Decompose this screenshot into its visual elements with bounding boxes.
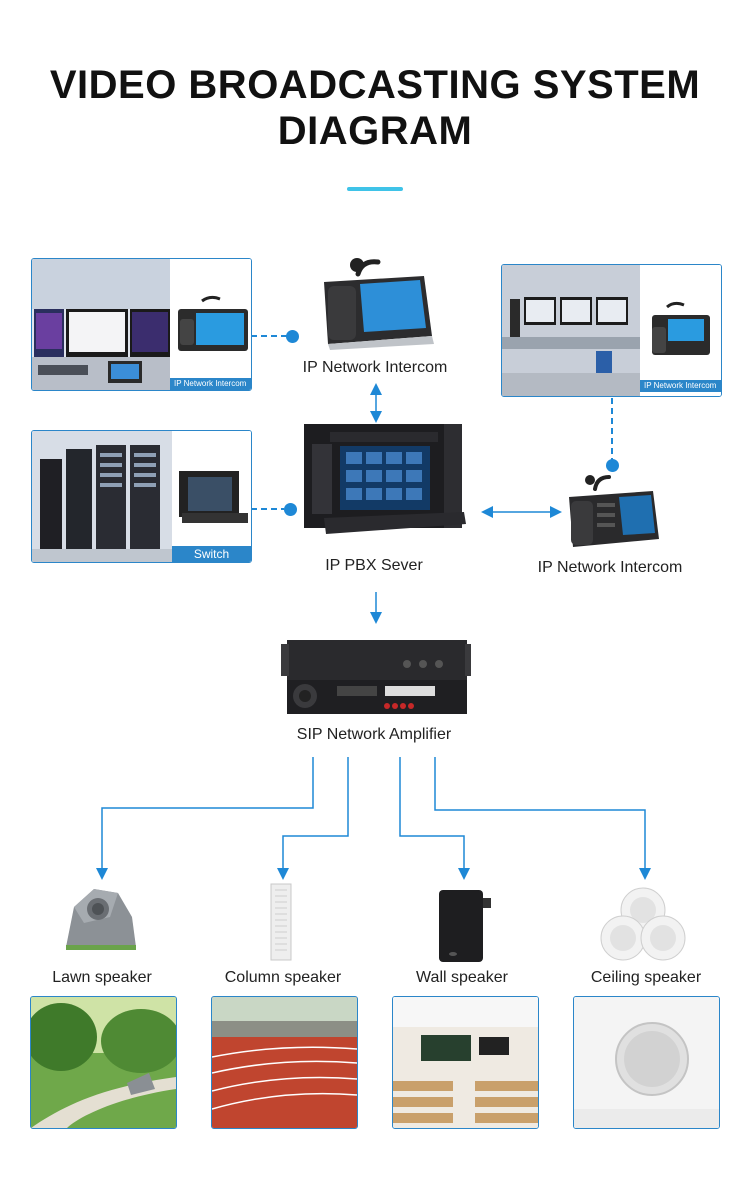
column-speaker-icon bbox=[270, 883, 292, 961]
junction-dot-top-left bbox=[286, 330, 299, 343]
classroom-photo bbox=[393, 997, 538, 1128]
diagram-title: VIDEO BROADCASTING SYSTEM DIAGRAM bbox=[0, 62, 750, 154]
control-room-photo bbox=[32, 259, 251, 390]
running-track-photo bbox=[212, 997, 357, 1128]
title-line-1: VIDEO BROADCASTING SYSTEM bbox=[49, 63, 701, 107]
park-path-photo bbox=[31, 997, 176, 1128]
running-track-card bbox=[211, 996, 358, 1129]
ceiling-photo bbox=[574, 997, 719, 1128]
control-room-card: IP Network Intercom bbox=[31, 258, 252, 391]
office-card: IP Network Intercom bbox=[501, 264, 722, 397]
office-photo bbox=[502, 265, 721, 396]
ceiling-speaker-icon bbox=[600, 887, 686, 961]
classroom-card bbox=[392, 996, 539, 1129]
speaker-label-wall: Wall speaker bbox=[416, 969, 508, 986]
junction-dot-mid-left bbox=[284, 503, 297, 516]
branch-ceiling bbox=[434, 757, 651, 880]
desk-phone-intercom-icon bbox=[569, 475, 659, 547]
title-underline bbox=[347, 187, 403, 191]
ceiling-card bbox=[573, 996, 720, 1129]
branch-wall bbox=[399, 757, 470, 880]
amplifier-icon bbox=[281, 640, 471, 714]
server-room-photo bbox=[32, 431, 251, 562]
speaker-label-column: Column speaker bbox=[224, 969, 342, 986]
desktop-intercom-icon bbox=[324, 258, 434, 350]
switch-caption: Switch bbox=[172, 546, 251, 562]
intercom-top-label: IP Network Intercom bbox=[302, 359, 448, 376]
title-line-2: DIAGRAM bbox=[277, 109, 473, 153]
lawn-speaker-icon bbox=[66, 889, 136, 950]
office-caption: IP Network Intercom bbox=[640, 380, 721, 392]
speaker-label-ceiling: Ceiling speaker bbox=[590, 969, 702, 986]
intercom-right-label: IP Network Intercom bbox=[537, 559, 683, 576]
park-path-card bbox=[30, 996, 177, 1129]
wall-speaker-icon bbox=[439, 890, 491, 962]
control-room-caption: IP Network Intercom bbox=[170, 378, 251, 390]
speaker-label-lawn: Lawn speaker bbox=[52, 969, 152, 986]
pbx-label: IP PBX Sever bbox=[325, 557, 423, 574]
pbx-server-icon bbox=[304, 424, 466, 534]
server-room-card: Switch bbox=[31, 430, 252, 563]
junction-dot-right bbox=[606, 459, 619, 472]
branch-lawn bbox=[96, 757, 314, 880]
branch-column bbox=[277, 757, 349, 880]
amplifier-label: SIP Network Amplifier bbox=[296, 726, 452, 743]
